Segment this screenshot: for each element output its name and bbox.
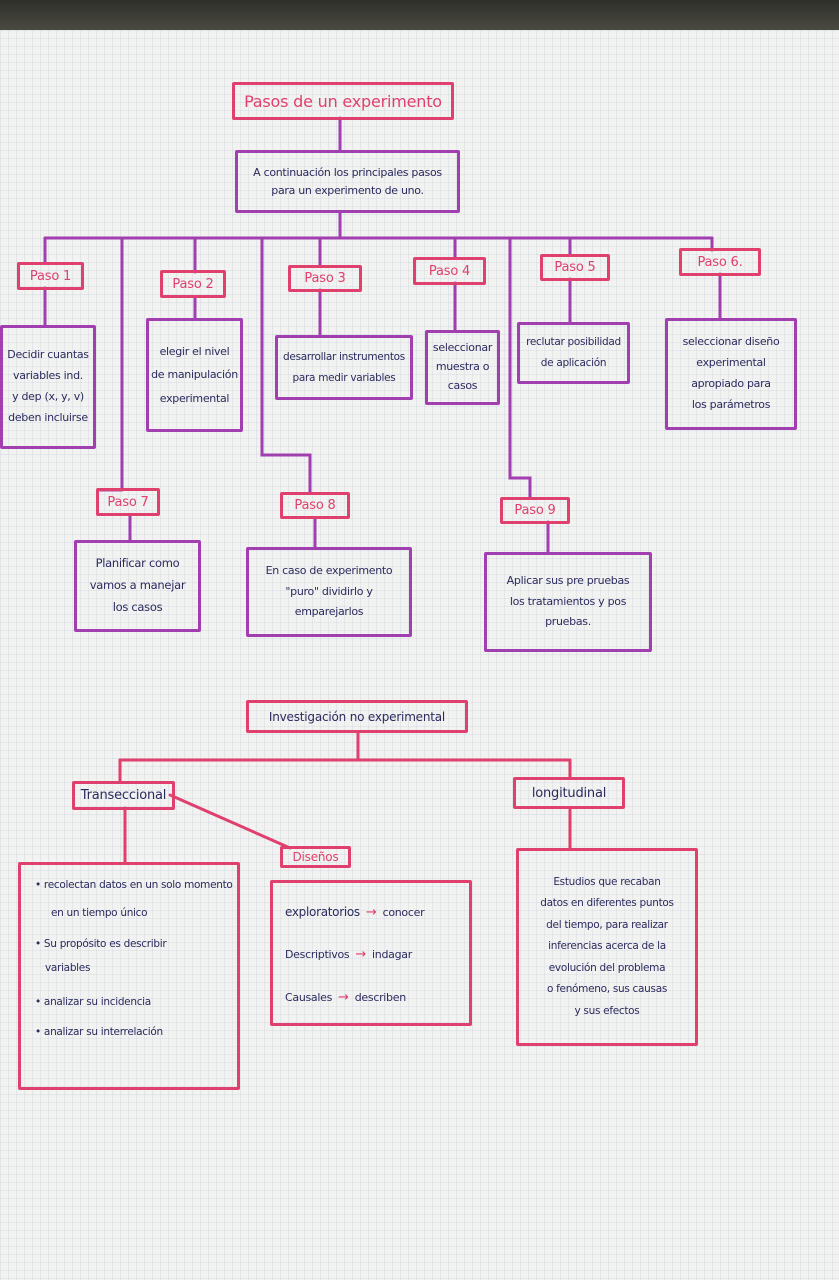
arrow-right-icon: →: [365, 904, 377, 920]
paso-6-text: seleccionar diseño experimental apropiad…: [682, 335, 780, 411]
title-box: Pasos de un experimento: [232, 82, 454, 120]
paso-8-box: En caso de experimento "puro" dividirlo …: [246, 547, 412, 637]
transversal-label: Transeccional: [80, 788, 167, 803]
intro-box: A continuación los principales pasos par…: [235, 150, 460, 213]
paso-3-label-box: Paso 3: [288, 265, 362, 292]
paso-2-label: Paso 2: [172, 276, 214, 292]
notebook-page: [0, 30, 839, 1280]
diseno-row-exploratorios: exploratorios → conocer: [285, 903, 469, 922]
paso-2-box: elegir el nivel de manipulación experime…: [146, 318, 243, 432]
diagram-title: Pasos de un experimento: [244, 91, 442, 111]
diseno-verb-conocer: conocer: [382, 905, 425, 919]
paso-2-label-box: Paso 2: [160, 270, 226, 298]
paso-4-text: seleccionar muestra o casos: [432, 341, 493, 392]
paso-1-label-box: Paso 1: [17, 262, 84, 290]
transversal-item-6: • analizar su interrelación: [35, 1026, 163, 1039]
longitudinal-label-box: longitudinal: [513, 777, 625, 809]
paso-4-box: seleccionar muestra o casos: [425, 330, 500, 405]
diseno-verb-describen: describen: [354, 990, 406, 1004]
paso-7-box: Planificar como vamos a manejar los caso…: [74, 540, 201, 632]
disenos-box: exploratorios → conocer Descriptivos → i…: [270, 880, 472, 1026]
paso-7-text: Planificar como vamos a manejar los caso…: [89, 556, 186, 614]
paso-3-label: Paso 3: [304, 271, 346, 286]
paso-9-text: Aplicar sus pre pruebas los tratamientos…: [506, 573, 630, 629]
paso-6-box: seleccionar diseño experimental apropiad…: [665, 318, 797, 430]
intro-text: A continuación los principales pasos par…: [253, 166, 442, 197]
diseno-row-descriptivos: Descriptivos → indagar: [285, 946, 469, 963]
disenos-label-box: Diseños: [280, 846, 351, 868]
longitudinal-label: longitudinal: [531, 785, 607, 801]
paso-4-label: Paso 4: [428, 263, 471, 279]
paso-4-label-box: Paso 4: [413, 257, 486, 285]
disenos-label: Diseños: [292, 850, 339, 864]
noexp-title-box: Investigación no experimental: [246, 700, 468, 733]
paso-3-text: desarrollar instrumentos para medir vari…: [283, 350, 405, 384]
diseno-row-causales: Causales → describen: [285, 989, 469, 1006]
longitudinal-text: Estudios que recaban datos en diferentes…: [540, 875, 674, 1017]
arrow-right-icon: →: [338, 989, 349, 1005]
arrow-right-icon: →: [355, 946, 367, 962]
paso-9-label-box: Paso 9: [500, 497, 570, 524]
paso-2-text: elegir el nivel de manipulación experime…: [151, 345, 238, 405]
diseno-name-exploratorios: exploratorios: [285, 905, 360, 919]
transversal-item-3: • Su propósito es describir: [35, 937, 167, 950]
paso-5-label: Paso 5: [554, 260, 596, 275]
diseno-name-causales: Causales: [285, 990, 333, 1004]
transversal-label-box: Transeccional: [72, 781, 175, 810]
transversal-item-4: variables: [45, 961, 91, 974]
noexp-title: Investigación no experimental: [268, 709, 446, 724]
paso-5-text: reclutar posibilidad de aplicación: [526, 336, 621, 369]
transversal-item-1: • recolectan datos en un solo momento: [35, 879, 233, 891]
paso-1-box: Decidir cuantas variables ind. y dep (x,…: [0, 325, 96, 449]
paso-6-label: Paso 6.: [697, 254, 743, 270]
paso-8-text: En caso de experimento "puro" dividirlo …: [265, 563, 393, 619]
paso-8-label-box: Paso 8: [280, 492, 350, 519]
longitudinal-box: Estudios que recaban datos en diferentes…: [516, 848, 698, 1046]
paso-1-text: Decidir cuantas variables ind. y dep (x,…: [7, 348, 89, 424]
diseno-verb-indagar: indagar: [372, 947, 412, 961]
transversal-item-2: en un tiempo único: [51, 907, 148, 920]
paso-8-label: Paso 8: [294, 498, 336, 513]
paso-6-label-box: Paso 6.: [679, 248, 761, 276]
transversal-box: • recolectan datos en un solo momento en…: [18, 862, 240, 1090]
paso-3-box: desarrollar instrumentos para medir vari…: [275, 335, 413, 400]
paso-5-box: reclutar posibilidad de aplicación: [517, 322, 630, 384]
paso-7-label-box: Paso 7: [96, 488, 160, 516]
diseno-name-descriptivos: Descriptivos: [285, 947, 350, 961]
paso-7-label: Paso 7: [107, 494, 149, 510]
transversal-item-5: • analizar su incidencia: [35, 996, 151, 1009]
paso-9-box: Aplicar sus pre pruebas los tratamientos…: [484, 552, 652, 652]
paso-5-label-box: Paso 5: [540, 254, 610, 281]
paso-1-label: Paso 1: [29, 268, 72, 284]
paso-9-label: Paso 9: [514, 503, 556, 518]
